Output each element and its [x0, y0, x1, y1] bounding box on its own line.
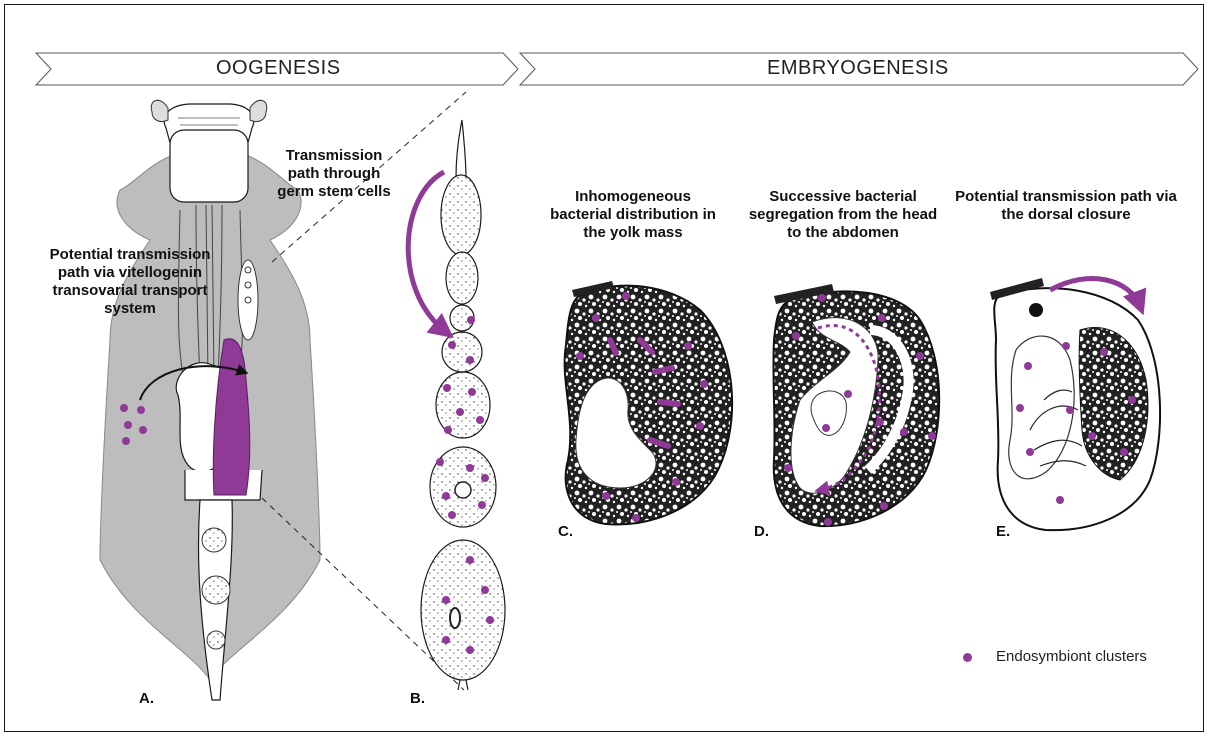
legend-label: Endosymbiont clusters [996, 648, 1147, 665]
panel-b-letter: B. [410, 690, 425, 707]
vitellogenin-path-label: Potential transmission path via vitellog… [48, 246, 212, 318]
germ-stem-cell-label: Transmission path through germ stem cell… [268, 147, 400, 201]
embryo-e-illustration [990, 278, 1160, 530]
legend-dot [963, 653, 972, 662]
yolk-distribution-label: Inhomogeneous bacterial distribution in … [548, 188, 718, 242]
dorsal-closure-label: Potential transmission path via the dors… [948, 188, 1184, 224]
panel-e-letter: E. [996, 523, 1010, 540]
segregation-label: Successive bacterial segregation from th… [746, 188, 940, 242]
embryogenesis-title: EMBRYOGENESIS [767, 57, 949, 80]
panel-a-letter: A. [139, 690, 154, 707]
panel-c-letter: C. [558, 523, 573, 540]
germ-cell-arrow [408, 172, 446, 332]
panel-d-letter: D. [754, 523, 769, 540]
embryo-d-illustration [773, 284, 939, 526]
oogenesis-title: OOGENESIS [216, 57, 341, 80]
embryo-c-illustration [565, 281, 732, 525]
ovariole-illustration [421, 120, 505, 690]
